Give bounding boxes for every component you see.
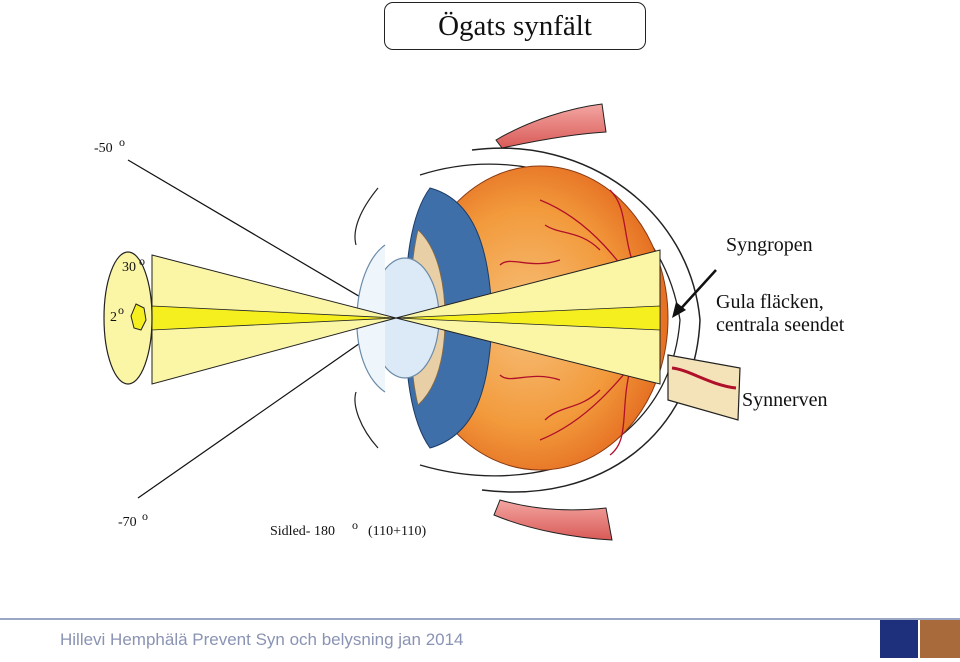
sidled-sum: (110+110) bbox=[368, 524, 427, 539]
field-center bbox=[130, 303, 147, 331]
fov-line-bottom bbox=[137, 317, 397, 499]
footer-blue-block bbox=[880, 620, 918, 658]
centrala-seendet-label: centrala seendet bbox=[716, 314, 845, 336]
eye-diagram: -50 o 30 o 2 o -70 o Syngropen Gula fläc… bbox=[94, 103, 845, 541]
synnerven-label: Synnerven bbox=[742, 389, 828, 411]
angle-top-label: -50 bbox=[94, 141, 113, 156]
muscle-top bbox=[495, 103, 607, 149]
degree-bottom: o bbox=[142, 509, 148, 523]
eyelid-upper bbox=[354, 187, 379, 246]
page-title: Ögats synfält bbox=[438, 9, 592, 42]
sclera-outline bbox=[471, 147, 701, 493]
macula-arrowhead bbox=[672, 302, 686, 318]
macula-arrow bbox=[675, 269, 717, 315]
angle-center-label: 2 bbox=[110, 310, 117, 325]
gula-flacken-label: Gula fläcken, bbox=[716, 291, 824, 313]
degree-top: o bbox=[119, 135, 125, 149]
sidled-label: Sidled- 180 bbox=[270, 524, 335, 539]
syngropen-label: Syngropen bbox=[726, 234, 813, 256]
footer-divider bbox=[0, 618, 960, 620]
eyelid-lower bbox=[354, 391, 379, 449]
sidled-degree: o bbox=[352, 518, 358, 532]
footer-brown-block bbox=[920, 620, 960, 658]
field-disk bbox=[103, 251, 153, 385]
angle-upper-label: 30 bbox=[122, 260, 136, 275]
title-box: Ögats synfält bbox=[384, 2, 646, 50]
angle-bottom-label: -70 bbox=[118, 515, 137, 530]
optic-nerve-vessel bbox=[671, 366, 737, 390]
footer-text: Hillevi Hemphälä Prevent Syn och belysni… bbox=[60, 630, 464, 649]
muscle-bottom bbox=[493, 499, 613, 541]
degree-center: o bbox=[118, 303, 124, 317]
degree-upper: o bbox=[139, 254, 145, 268]
fov-line-top bbox=[127, 159, 397, 319]
fov-cone-inner-inside bbox=[395, 305, 661, 331]
